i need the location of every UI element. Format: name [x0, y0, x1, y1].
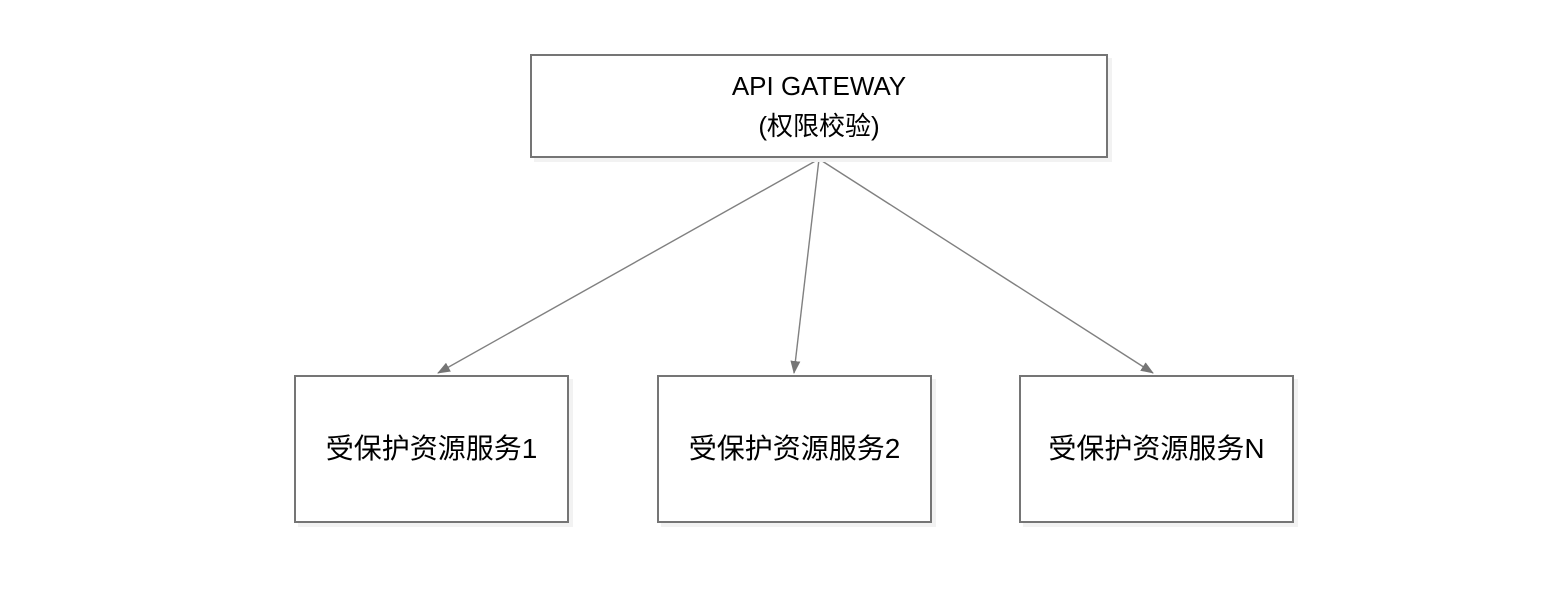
edge-gateway-to-service-1 [437, 158, 820, 374]
protected-resource-service-1-label: 受保护资源服务1 [325, 433, 538, 464]
protected-resource-service-n-label: 受保护资源服务N [1048, 433, 1265, 464]
edge-gateway-to-service-n [818, 158, 1154, 374]
api-gateway-node: API GATEWAY (权限校验) [530, 54, 1108, 158]
protected-resource-service-1-node: 受保护资源服务1 [294, 375, 569, 523]
edge-gateway-to-service-2 [790, 158, 820, 374]
protected-resource-service-2-label: 受保护资源服务2 [688, 433, 901, 464]
protected-resource-service-2-node: 受保护资源服务2 [657, 375, 932, 523]
api-gateway-subtitle: (权限校验) [758, 111, 880, 141]
api-gateway-title: API GATEWAY [731, 71, 907, 101]
protected-resource-service-n-node: 受保护资源服务N [1019, 375, 1294, 523]
